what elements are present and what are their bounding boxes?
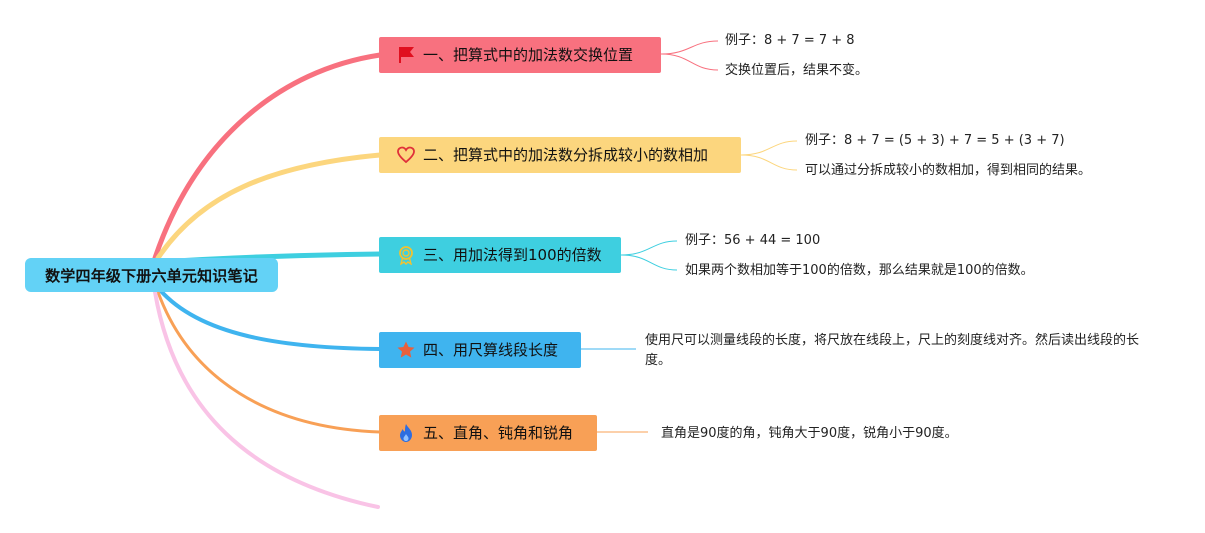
branch-line-extra bbox=[153, 290, 380, 509]
topic-3-note-1: 例子：56 + 44 = 100 bbox=[685, 233, 821, 248]
topic-node-2[interactable]: 二、把算式中的加法数分拆成较小的数相加 bbox=[379, 137, 741, 173]
topic-5-note-1: 直角是90度的角，钝角大于90度，锐角小于90度。 bbox=[661, 426, 958, 441]
leaf-line-2b bbox=[740, 154, 798, 171]
branch-line-4 bbox=[158, 288, 382, 351]
branch-line-2 bbox=[155, 152, 383, 261]
topic-node-5[interactable]: 五、直角、钝角和锐角 bbox=[379, 415, 597, 451]
topic-1-note-1: 例子：8 + 7 = 7 + 8 bbox=[725, 33, 855, 48]
root-label: 数学四年级下册六单元知识笔记 bbox=[45, 266, 258, 285]
topic-1-note-2: 交换位置后，结果不变。 bbox=[725, 63, 869, 78]
topic-label-1: 一、把算式中的加法数交换位置 bbox=[423, 45, 634, 64]
fire-icon bbox=[395, 422, 417, 444]
flag-icon bbox=[395, 44, 417, 66]
topic-2-note-1: 例子：8 + 7 = (5 + 3) + 7 = 5 + (3 + 7) bbox=[805, 133, 1065, 148]
leaf-line-1b bbox=[660, 53, 719, 71]
root-node[interactable]: 数学四年级下册六单元知识笔记 bbox=[25, 258, 278, 292]
topic-3-note-2: 如果两个数相加等于100的倍数，那么结果就是100的倍数。 bbox=[685, 263, 1034, 278]
leaf-line-3a bbox=[620, 240, 678, 256]
leaf-line-2a bbox=[740, 140, 798, 156]
leaf-line-3b bbox=[620, 254, 678, 271]
topic-node-1[interactable]: 一、把算式中的加法数交换位置 bbox=[379, 37, 661, 73]
award-icon bbox=[395, 244, 417, 266]
topic-label-2: 二、把算式中的加法数分拆成较小的数相加 bbox=[423, 145, 709, 164]
topic-label-3: 三、用加法得到100的倍数 bbox=[423, 245, 602, 264]
branch-line-1 bbox=[152, 52, 383, 261]
topic-2-note-2: 可以通过分拆成较小的数相加，得到相同的结果。 bbox=[805, 163, 1092, 178]
star-icon bbox=[395, 339, 417, 361]
leaf-line-1a bbox=[660, 40, 719, 55]
topic-label-4: 四、用尺算线段长度 bbox=[423, 340, 559, 359]
topic-4-note-1: 使用尺可以测量线段的长度，将尺放在线段上，尺上的刻度线对齐。然后读出线段的长度。 bbox=[645, 333, 1140, 368]
heart-icon bbox=[395, 144, 417, 166]
topic-node-3[interactable]: 三、用加法得到100的倍数 bbox=[379, 237, 621, 273]
topic-node-4[interactable]: 四、用尺算线段长度 bbox=[379, 332, 581, 368]
topic-label-5: 五、直角、钝角和锐角 bbox=[423, 423, 574, 442]
branch-line-5 bbox=[156, 290, 382, 434]
